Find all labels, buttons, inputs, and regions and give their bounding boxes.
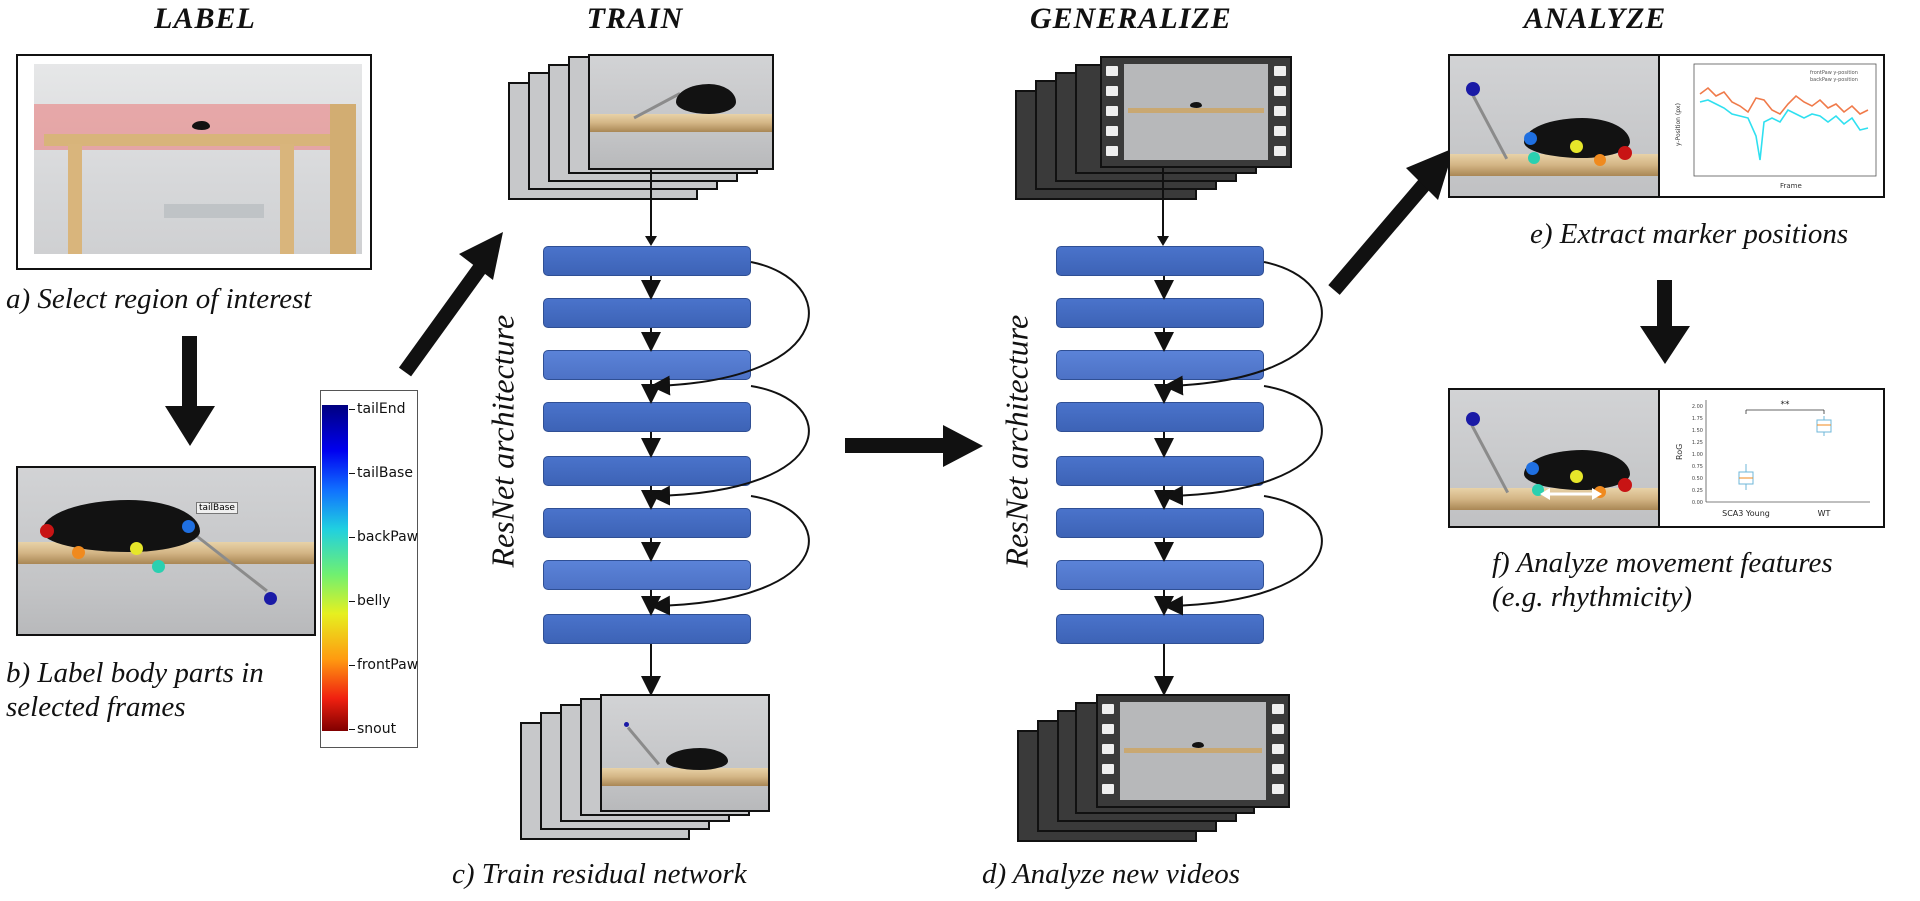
heading-generalize: GENERALIZE (1030, 2, 1232, 35)
svg-text:1.25: 1.25 (1692, 440, 1703, 446)
train-block-6 (543, 508, 751, 538)
caption-b: b) Label body parts in selected frames (6, 657, 264, 723)
gen-input-video (1100, 56, 1292, 168)
caption-e: e) Extract marker positions (1530, 218, 1849, 250)
gen-connections (1154, 261, 1323, 696)
svg-text:1.50: 1.50 (1692, 428, 1703, 434)
box-plot: 0.00 0.25 0.50 0.75 1.00 1.25 1.50 1.75 … (1675, 400, 1870, 518)
colorbar-gradient (322, 405, 348, 731)
roi-photo (34, 64, 362, 254)
heading-train: TRAIN (586, 2, 684, 35)
wt-box (1816, 419, 1832, 433)
svg-text:1.75: 1.75 (1692, 416, 1703, 422)
significance-label: ** (1781, 400, 1791, 410)
arrow-generalize-to-analyze (1328, 148, 1454, 295)
box-cat-wt: WT (1818, 509, 1831, 518)
svg-text:0.75: 0.75 (1692, 464, 1703, 470)
roi-mouse (192, 121, 210, 130)
heading-analyze: ANALYZE (1523, 2, 1667, 35)
svg-text:0.50: 0.50 (1692, 476, 1703, 482)
colorbar-label-snout: snout (357, 721, 397, 737)
train-block-7 (543, 560, 751, 590)
heading-label: LABEL (154, 2, 256, 35)
box-cat-sca3: SCA3 Young (1722, 509, 1770, 518)
gen-block-5 (1056, 456, 1264, 486)
svg-text:0.25: 0.25 (1692, 488, 1703, 494)
legend-backpaw: backPaw y-position (1810, 77, 1858, 83)
caption-a: a) Select region of interest (6, 283, 312, 315)
labeled-tag: tailBase (196, 502, 238, 514)
caption-d: d) Analyze new videos (982, 858, 1240, 890)
labeled-frame: tailBase (16, 466, 316, 636)
roi-image (16, 54, 372, 270)
colorbar-label-frontpaw: frontPaw (357, 657, 419, 673)
gen-arch-label: ResNet architecture (998, 314, 1035, 568)
line-plot: frontPaw y-position backPaw y-position F… (1675, 63, 1877, 190)
legend-frontpaw: frontPaw y-position (1810, 70, 1858, 76)
marker-tailbase (182, 520, 195, 533)
double-arrow-icon (1540, 488, 1602, 500)
gen-block-1 (1056, 246, 1264, 276)
svg-text:2.00: 2.00 (1692, 404, 1703, 410)
arrow-label-to-train (398, 232, 503, 377)
panel-e: frontPaw y-position backPaw y-position F… (1448, 54, 1885, 198)
roi-outlets (164, 204, 264, 218)
arrow-e-to-f (1640, 280, 1690, 364)
arrow-a-to-b (165, 336, 215, 446)
train-input-frame (588, 54, 774, 170)
colorbar-label-tailbase: tailBase (357, 465, 413, 481)
caption-f: f) Analyze movement features (e.g. rhyth… (1492, 547, 1833, 613)
train-block-3 (543, 350, 751, 380)
colorbar-label-backpaw: backPaw (357, 529, 419, 545)
colorbar-label-belly: belly (357, 593, 391, 609)
train-input-mouse (676, 84, 736, 114)
roi-post (330, 104, 356, 254)
marker-frontpaw (72, 546, 85, 559)
train-block-1 (543, 246, 751, 276)
marker-snout (40, 524, 54, 538)
train-block-2 (543, 298, 751, 328)
colorbar-label-tailend: tailEnd (357, 401, 406, 417)
gen-block-7 (1056, 560, 1264, 590)
backpaw-line (1699, 99, 1869, 161)
marker-tailend (264, 592, 277, 605)
frontpaw-line (1699, 86, 1869, 116)
line-plot-xlabel: Frame (1780, 182, 1802, 190)
roi-leg-left (68, 144, 82, 254)
roi-leg-right (280, 144, 294, 254)
panel-f-photo (1450, 390, 1660, 526)
train-connections (641, 261, 810, 696)
train-block-4 (543, 402, 751, 432)
line-plot-ylabel: y-Position (px) (1675, 103, 1682, 146)
gen-output-video (1096, 694, 1290, 808)
colorbar: tailEnd tailBase backPaw belly frontPaw … (320, 390, 418, 748)
train-block-8 (543, 614, 751, 644)
panel-f: 0.00 0.25 0.50 0.75 1.00 1.25 1.50 1.75 … (1448, 388, 1885, 528)
labeled-mouse (42, 500, 200, 552)
box-plot-ylabel: RoG (1675, 444, 1684, 460)
panel-e-photo (1450, 56, 1660, 196)
train-output-frame (600, 694, 770, 812)
marker-backpaw (152, 560, 165, 573)
gen-block-6 (1056, 508, 1264, 538)
marker-belly (130, 542, 143, 555)
svg-text:0.00: 0.00 (1692, 500, 1703, 506)
caption-c: c) Train residual network (452, 858, 747, 890)
train-arch-label: ResNet architecture (484, 314, 521, 568)
svg-text:1.00: 1.00 (1692, 452, 1703, 458)
roi-beam (44, 134, 356, 146)
gen-block-2 (1056, 298, 1264, 328)
arrow-train-to-generalize (845, 425, 983, 467)
